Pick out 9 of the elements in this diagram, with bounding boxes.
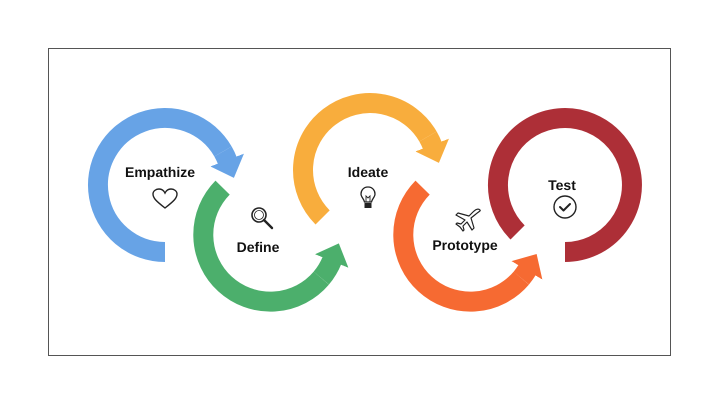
- stage-label: Prototype: [432, 237, 498, 253]
- stage-label: Test: [548, 177, 576, 193]
- arrow: [512, 254, 542, 284]
- stage-label: Empathize: [125, 164, 195, 180]
- stage-label: Ideate: [348, 164, 388, 180]
- stage-label: Define: [236, 239, 280, 255]
- arrow: [210, 146, 244, 178]
- arrow: [313, 244, 348, 284]
- arrow: [415, 132, 449, 163]
